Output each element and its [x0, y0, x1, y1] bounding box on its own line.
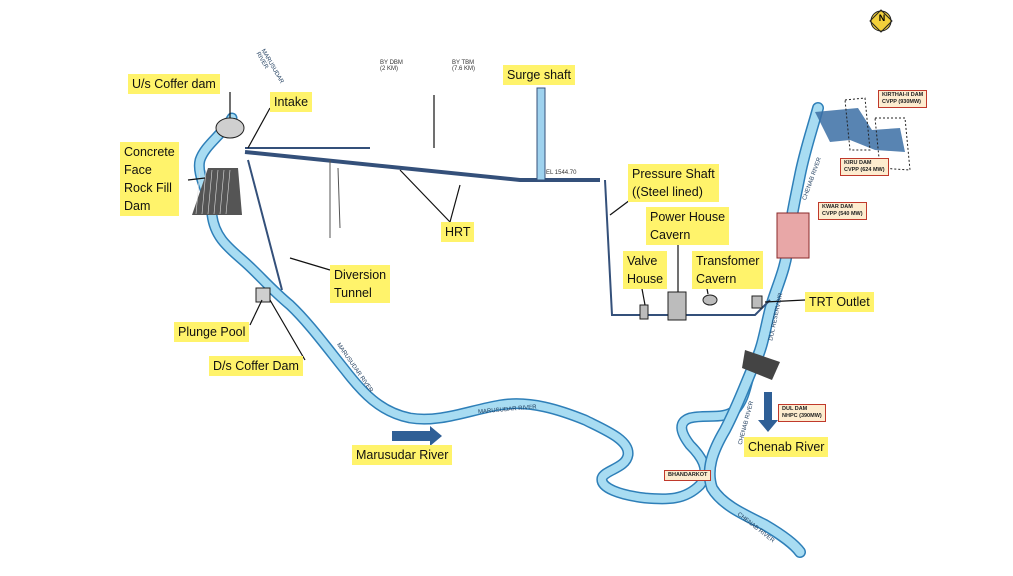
kirthai-dam-hatch	[844, 97, 871, 151]
compass-label: N	[878, 13, 886, 23]
marusudar-flow-arrow	[392, 426, 442, 446]
diversion-tunnel-line	[247, 159, 283, 291]
callout-us-coffer-dam: U/s Coffer dam	[128, 74, 220, 94]
chenab-river-fill	[705, 103, 823, 557]
callout-trt-outlet: TRT Outlet	[805, 292, 874, 312]
dam-box-dul: DUL DAM NHPC (390MW)	[778, 404, 826, 422]
cfrd-hatch	[195, 169, 231, 215]
dam-box-bhandarkot: BHANDARKOT	[664, 470, 712, 481]
callout-ds-coffer-dam: D/s Coffer Dam	[209, 356, 303, 376]
dam-box-kwar: KWAR DAM CVPP (540 MW)	[818, 202, 867, 220]
us-coffer-dam-structure	[215, 117, 245, 139]
chenab-flow-arrow	[758, 392, 778, 432]
callout-power-house: Power House Cavern	[646, 207, 730, 245]
callout-hrt: HRT	[441, 222, 475, 242]
callout-pressure-shaft: Pressure Shaft ((Steel lined)	[628, 164, 719, 202]
annotation-by-tbm: BY TBM (7.6 KM)	[452, 60, 476, 72]
trt-outlet-structure	[751, 295, 763, 309]
callout-surge-shaft: Surge shaft	[503, 65, 575, 85]
callout-plunge-pool: Plunge Pool	[174, 322, 250, 342]
annotation-elevation: EL 1544.70	[546, 170, 577, 176]
ds-coffer-dam-structure	[255, 287, 271, 303]
callout-marusudar-river: Marusudar River	[352, 445, 453, 465]
marusudar-river-fill	[195, 114, 759, 503]
compass-icon	[869, 9, 893, 33]
callout-cfrd: Concrete Face Rock Fill Dam	[120, 142, 179, 216]
dam-box-kiru: KIRU DAM CVPP (624 MW)	[840, 158, 889, 176]
kirthai-reservoir	[815, 108, 905, 152]
valve-house-structure	[639, 304, 649, 320]
kirthai-dam-hatch-2	[874, 117, 911, 171]
callout-intake: Intake	[270, 92, 313, 112]
callout-valve-house: Valve House	[623, 251, 668, 289]
callout-transformer-cavern: Transfomer Cavern	[692, 251, 764, 289]
kwar-dam-structure	[776, 212, 810, 259]
adit-lines	[329, 160, 341, 238]
dam-box-kirthai: KIRTHAI-II DAM CVPP (930MW)	[878, 90, 928, 108]
callout-chenab-river: Chenab River	[744, 437, 829, 457]
leader-lines	[187, 92, 806, 361]
dul-dam-structure	[742, 350, 780, 380]
callout-diversion-tunnel: Diversion Tunnel	[330, 265, 391, 303]
cfrd-structure	[192, 168, 242, 215]
power-house-structure	[667, 291, 687, 321]
annotation-by-dbm: BY DBM (2 KM)	[380, 60, 403, 72]
surge-shaft-structure	[536, 87, 546, 181]
transformer-cavern-structure	[702, 294, 718, 306]
hrt-tunnel	[244, 150, 600, 182]
